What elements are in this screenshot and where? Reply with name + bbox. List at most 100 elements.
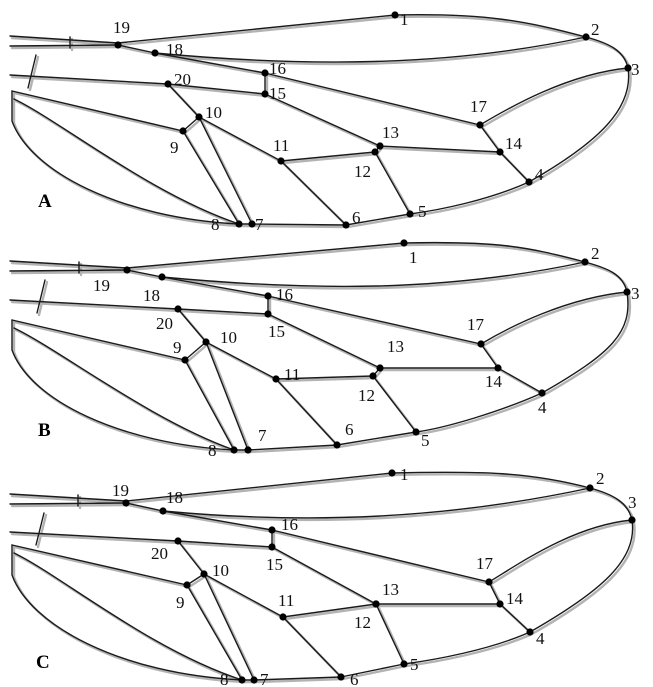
wing-vein bbox=[282, 616, 342, 678]
landmark-3 bbox=[624, 64, 632, 72]
landmark-label-15: 15 bbox=[266, 555, 283, 574]
landmark-label-4: 4 bbox=[535, 165, 544, 184]
panel-label-B: B bbox=[38, 420, 51, 441]
consensus-vein-shadow bbox=[234, 243, 632, 454]
landmark-15 bbox=[268, 543, 276, 551]
landmark-12 bbox=[371, 148, 379, 156]
wing-vein bbox=[480, 291, 628, 345]
landmark-label-4: 4 bbox=[538, 398, 547, 417]
wing-vein bbox=[203, 573, 501, 618]
consensus-vein-shadow bbox=[10, 75, 172, 88]
landmark-17 bbox=[477, 340, 485, 348]
consensus-vein-shadow bbox=[178, 309, 210, 364]
landmark-14 bbox=[496, 600, 504, 608]
wing-vein bbox=[154, 36, 587, 63]
landmark-1 bbox=[388, 469, 396, 477]
landmark-13 bbox=[372, 600, 380, 608]
landmark-label-19: 19 bbox=[112, 481, 129, 500]
consensus-vein-shadow bbox=[12, 91, 243, 228]
consensus-vein-shadow bbox=[185, 360, 238, 454]
wing-vein bbox=[205, 341, 499, 380]
consensus-vein-shadow bbox=[489, 520, 636, 586]
landmark-20 bbox=[174, 537, 182, 545]
landmark-17 bbox=[476, 121, 484, 129]
wing-vein bbox=[9, 502, 127, 505]
landmark-label-19: 19 bbox=[113, 18, 130, 37]
landmark-label-7: 7 bbox=[255, 215, 264, 234]
landmark-label-11: 11 bbox=[273, 136, 289, 155]
landmark-16 bbox=[264, 292, 272, 300]
wing-vein bbox=[125, 502, 531, 633]
landmark-label-15: 15 bbox=[269, 84, 286, 103]
landmark-label-1: 1 bbox=[400, 465, 409, 484]
wing-vein bbox=[13, 327, 235, 451]
landmark-11 bbox=[277, 157, 285, 165]
landmark-label-18: 18 bbox=[166, 40, 183, 59]
landmark-7 bbox=[248, 220, 256, 228]
wing-vein bbox=[375, 603, 405, 665]
landmark-3 bbox=[628, 516, 636, 524]
landmark-label-12: 12 bbox=[358, 386, 375, 405]
consensus-vein-shadow bbox=[481, 292, 631, 348]
consensus-vein-shadow bbox=[199, 117, 504, 165]
landmark-label-6: 6 bbox=[350, 670, 359, 687]
landmark-18 bbox=[158, 273, 166, 281]
landmark-label-20: 20 bbox=[174, 70, 191, 89]
landmark-label-12: 12 bbox=[354, 162, 371, 181]
landmark-label-14: 14 bbox=[505, 134, 523, 153]
wing-vein bbox=[11, 90, 240, 225]
wing-vein bbox=[11, 544, 243, 681]
consensus-vein-shadow bbox=[480, 68, 632, 129]
landmark-label-7: 7 bbox=[260, 670, 269, 687]
wing-vein bbox=[126, 269, 543, 394]
landmark-label-16: 16 bbox=[276, 285, 293, 304]
wing-vein bbox=[11, 90, 184, 132]
wing-vein bbox=[11, 544, 188, 586]
landmark-label-13: 13 bbox=[382, 580, 399, 599]
landmark-4 bbox=[525, 178, 533, 186]
consensus-vein-shadow bbox=[37, 280, 49, 317]
consensus-vein-shadow bbox=[168, 84, 203, 135]
landmark-2 bbox=[586, 484, 594, 492]
panel-label-A: A bbox=[38, 191, 52, 212]
wing-vein bbox=[9, 269, 128, 272]
consensus-vein-shadow bbox=[162, 262, 589, 290]
landmark-18 bbox=[159, 507, 167, 515]
landmark-17 bbox=[485, 578, 493, 586]
wing-vein bbox=[233, 241, 629, 451]
landmark-label-16: 16 bbox=[281, 515, 298, 534]
landmark-label-16: 16 bbox=[269, 59, 286, 78]
wing-vein bbox=[198, 116, 501, 162]
landmark-label-2: 2 bbox=[596, 469, 605, 488]
wing-vein bbox=[9, 299, 179, 310]
landmark-11 bbox=[279, 613, 287, 621]
consensus-vein-shadow bbox=[127, 270, 546, 397]
wing-vein bbox=[162, 487, 591, 519]
landmark-9 bbox=[183, 581, 191, 589]
consensus-vein-shadow bbox=[10, 45, 122, 50]
wing-vein bbox=[205, 341, 249, 451]
wing-vein bbox=[372, 375, 417, 433]
landmark-10 bbox=[200, 570, 208, 578]
wing-vein bbox=[11, 319, 186, 361]
landmark-19 bbox=[114, 41, 122, 49]
consensus-vein-shadow bbox=[199, 117, 256, 228]
wing-vein bbox=[280, 160, 347, 226]
landmark-label-2: 2 bbox=[591, 244, 600, 263]
panel-label-C: C bbox=[36, 652, 50, 673]
wing-vein bbox=[238, 14, 630, 226]
landmark-label-6: 6 bbox=[352, 208, 361, 227]
wing-vein bbox=[186, 584, 243, 681]
landmark-6 bbox=[337, 673, 345, 681]
wing-vein bbox=[9, 74, 169, 85]
landmark-16 bbox=[261, 69, 269, 77]
landmark-11 bbox=[272, 375, 280, 383]
landmark-7 bbox=[250, 676, 258, 684]
landmark-label-14: 14 bbox=[485, 372, 503, 391]
wing-vein bbox=[9, 472, 393, 502]
wing-vein bbox=[203, 573, 255, 681]
consensus-vein-shadow bbox=[204, 574, 258, 684]
landmark-label-1: 1 bbox=[400, 10, 409, 29]
